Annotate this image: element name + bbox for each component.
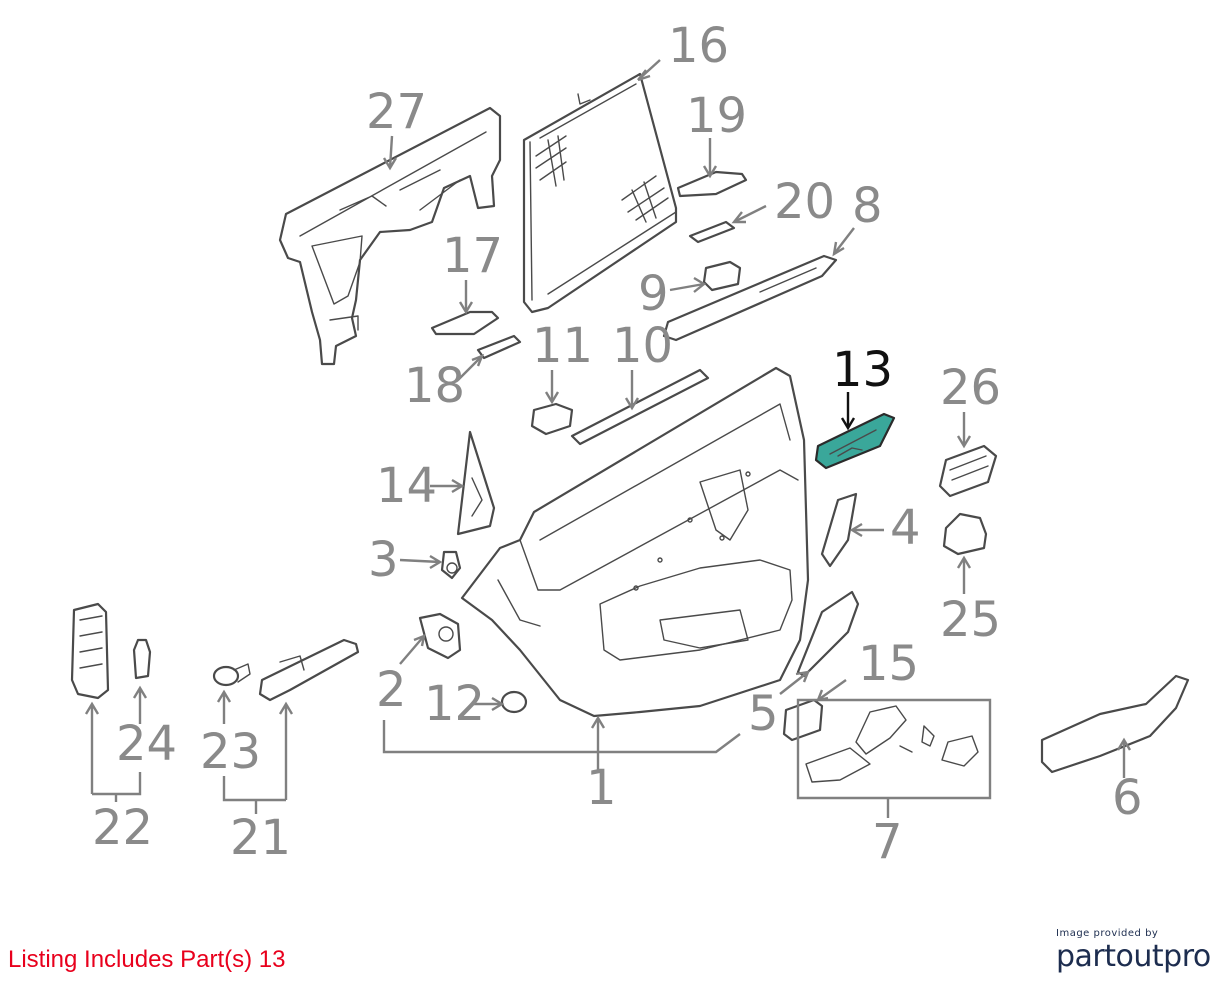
callout-15[interactable]: 15 (858, 636, 919, 692)
part-5-bezel[interactable] (796, 590, 860, 678)
part-10-weatherstrip[interactable] (570, 368, 710, 446)
callout-27[interactable]: 27 (366, 84, 427, 140)
part-20[interactable] (688, 220, 736, 244)
callout-18[interactable]: 18 (404, 358, 465, 414)
callout-16[interactable]: 16 (668, 18, 729, 74)
leader-lines (84, 59, 1132, 818)
callout-10[interactable]: 10 (612, 318, 673, 374)
part-25-switch[interactable] (942, 512, 988, 556)
callout-7[interactable]: 7 (872, 814, 903, 870)
callout-11[interactable]: 11 (532, 318, 593, 374)
callout-20[interactable]: 20 (774, 174, 835, 230)
callout-4[interactable]: 4 (890, 500, 921, 556)
part-27-frame-bracket[interactable] (278, 106, 502, 366)
part-2-clip[interactable] (418, 612, 462, 660)
callout-23[interactable]: 23 (200, 724, 261, 780)
part-11[interactable] (530, 402, 574, 436)
part-16-sunshade[interactable] (522, 72, 678, 314)
part-1-door-panel[interactable] (460, 366, 810, 718)
callout-22[interactable]: 22 (92, 800, 153, 856)
part-3-clip[interactable] (440, 550, 462, 580)
partoutpro-logo: partoutpro (1056, 939, 1211, 974)
image-credit: Image provided by partoutpro (1056, 928, 1211, 974)
part-23-bulb[interactable] (212, 663, 251, 687)
credit-caption: Image provided by (1056, 928, 1159, 939)
callout-14[interactable]: 14 (376, 458, 437, 514)
callout-8[interactable]: 8 (852, 178, 883, 234)
callout-21[interactable]: 21 (230, 810, 291, 866)
part-15-block[interactable] (782, 698, 824, 742)
part-24-bulb[interactable] (132, 638, 152, 680)
part-26-switch[interactable] (938, 444, 998, 498)
callout-2[interactable]: 2 (376, 662, 407, 718)
part-7-handle-assembly[interactable] (805, 705, 979, 783)
part-9[interactable] (702, 260, 742, 292)
part-22-lamp[interactable] (70, 602, 110, 700)
callout-26[interactable]: 26 (940, 360, 1001, 416)
part-4-trim[interactable] (820, 492, 858, 568)
callout-19[interactable]: 19 (686, 88, 747, 144)
callout-5[interactable]: 5 (748, 686, 779, 742)
part-17[interactable] (430, 310, 500, 336)
part-18[interactable] (476, 334, 522, 360)
part-12-plug[interactable] (500, 690, 528, 714)
callout-3[interactable]: 3 (368, 532, 399, 588)
listing-includes-text: Listing Includes Part(s) 13 (8, 946, 286, 973)
callout-13-highlighted[interactable]: 13 (832, 342, 893, 398)
callout-9[interactable]: 9 (638, 266, 669, 322)
part-19[interactable] (676, 170, 748, 198)
callout-numbers: 16 27 19 20 8 17 9 11 10 18 13 26 14 4 3… (92, 18, 1143, 870)
callout-12[interactable]: 12 (424, 676, 485, 732)
part-6-armrest[interactable] (1040, 674, 1190, 774)
part-21-lamp-housing[interactable] (258, 638, 360, 702)
callout-25[interactable]: 25 (940, 592, 1001, 648)
callout-6[interactable]: 6 (1112, 770, 1143, 826)
callout-17[interactable]: 17 (442, 228, 503, 284)
callout-1[interactable]: 1 (586, 760, 617, 816)
part-13-handle-highlighted[interactable] (814, 412, 896, 470)
part-8-trim-strip[interactable] (662, 254, 838, 342)
callout-24[interactable]: 24 (116, 716, 177, 772)
part-14-triangle-trim[interactable] (456, 430, 496, 536)
